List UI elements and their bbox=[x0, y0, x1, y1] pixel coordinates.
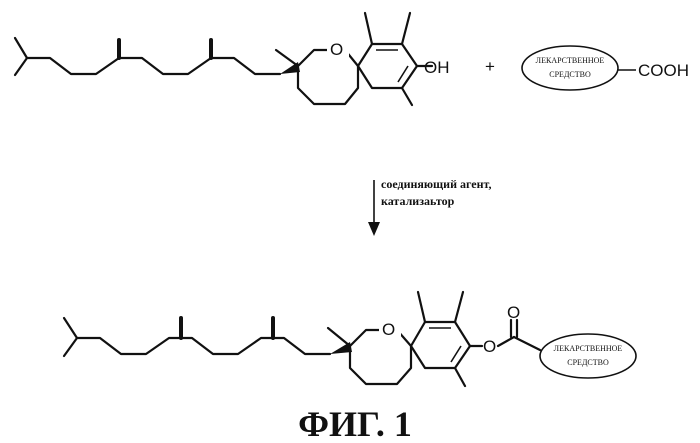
product-methyl-c8 bbox=[418, 292, 425, 322]
conditions-line1: соединяющий агент, bbox=[381, 177, 492, 191]
product-ester-c-drug-bond bbox=[514, 337, 540, 350]
tocopherol-ester-product: O O O ЛЕКАРСТВЕННОЕ СРЕДСТВО bbox=[64, 292, 636, 386]
product-ester-ether-oxygen: O bbox=[483, 337, 496, 356]
drug-label-line1: ЛЕКАРСТВЕННОЕ bbox=[536, 56, 605, 65]
product-methyl-c7 bbox=[455, 292, 463, 322]
product-methyl-c5 bbox=[455, 368, 465, 386]
reactant-methyl-c8 bbox=[365, 13, 372, 44]
drug-ellipse bbox=[522, 46, 618, 90]
figure-caption: ФИГ. 1 bbox=[298, 404, 412, 443]
reaction-arrow: соединяющий агент, катализаьтор bbox=[368, 177, 492, 236]
reactant-ring-oxygen: O bbox=[330, 40, 343, 59]
product-drug-label-line1: ЛЕКАРСТВЕННОЕ bbox=[554, 344, 623, 353]
product-phytyl-chain bbox=[77, 338, 330, 354]
product-benzene-ring bbox=[411, 322, 470, 368]
plus-sign: + bbox=[485, 57, 495, 76]
reactant-c2-methyl bbox=[276, 50, 298, 66]
drug-acid-reagent: ЛЕКАРСТВЕННОЕ СРЕДСТВО COOH bbox=[522, 46, 689, 90]
reactant-methyl-c5 bbox=[402, 88, 412, 105]
conditions-line2: катализаьтор bbox=[381, 194, 455, 208]
product-carbonyl-oxygen: O bbox=[507, 303, 520, 322]
product-drug-ellipse bbox=[540, 334, 636, 378]
product-pyran-ring bbox=[350, 330, 411, 384]
reactant-hydroxyl-label: OH bbox=[424, 58, 450, 77]
product-drug-label-line2: СРЕДСТВО bbox=[567, 358, 609, 367]
arrow-head bbox=[368, 222, 380, 236]
acid-label: COOH bbox=[638, 61, 689, 80]
product-ester-o-c-bond bbox=[498, 337, 514, 346]
drug-label-line2: СРЕДСТВО bbox=[549, 70, 591, 79]
tocopherol-reactant: O OH bbox=[15, 13, 450, 105]
product-ring-oxygen: O bbox=[382, 320, 395, 339]
product-c2-methyl bbox=[328, 328, 350, 346]
product-isopropyl-bonds bbox=[64, 318, 77, 356]
reactant-pyran-ring bbox=[298, 50, 358, 104]
reactant-isopropyl-bonds bbox=[15, 38, 27, 75]
reactant-methyl-c7 bbox=[402, 13, 410, 44]
reactant-phytyl-chain bbox=[27, 58, 280, 74]
